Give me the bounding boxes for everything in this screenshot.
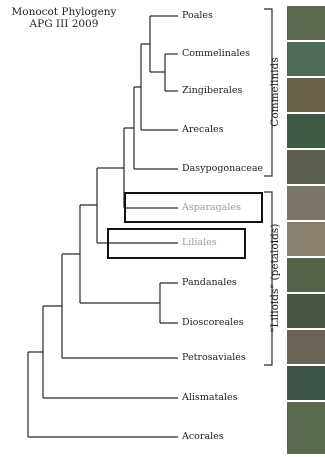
- node-commelinales-zingiberales: [150, 54, 165, 91]
- taxon-label-petrosaviales: Petrosaviales: [182, 352, 246, 364]
- node-petrosaviales: [43, 254, 62, 358]
- photo-dioscoreales: [287, 294, 325, 328]
- node-commelinids: [124, 87, 134, 169]
- highlight-box-asparagales: [124, 192, 263, 223]
- photo-alismatales: [287, 366, 325, 400]
- taxon-label-dasypogonaceae: Dasypogonaceae: [182, 163, 263, 175]
- taxon-label-pandanales: Pandanales: [182, 277, 237, 289]
- photo-arecales: [287, 114, 325, 148]
- photo-commelinales: [287, 42, 325, 76]
- node-arecales: [134, 44, 141, 130]
- taxon-label-alismatales: Alismatales: [182, 392, 238, 404]
- photo-pandanales: [287, 258, 325, 292]
- photo-acorales: [287, 402, 325, 454]
- node-core-monocots: [62, 205, 80, 303]
- photo-asparagales: [287, 186, 325, 220]
- photo-liliales: [287, 222, 325, 256]
- highlight-box-liliales: [107, 228, 246, 259]
- group-label-commelinids: Commelinids: [269, 52, 281, 132]
- taxon-label-commelinales: Commelinales: [182, 48, 250, 60]
- node-alismatales: [28, 306, 43, 398]
- photo-poales: [287, 6, 325, 40]
- photo-petrosaviales: [287, 330, 325, 364]
- group-label-lilioids: "Lilioids" (petaloids): [269, 203, 281, 353]
- photo-dasypogonaceae: [287, 150, 325, 184]
- photo-zingiberales: [287, 78, 325, 112]
- taxon-label-arecales: Arecales: [182, 124, 224, 136]
- node-poales-cz: [141, 16, 150, 72]
- node-asparagales: [97, 128, 124, 208]
- photo-column: [287, 6, 325, 454]
- node-pandanales-dioscoreales: [80, 283, 160, 323]
- node-liliales: [80, 168, 97, 243]
- taxon-label-poales: Poales: [182, 10, 213, 22]
- taxon-label-acorales: Acorales: [182, 431, 224, 443]
- taxon-label-dioscoreales: Dioscoreales: [182, 317, 244, 329]
- taxon-label-zingiberales: Zingiberales: [182, 85, 242, 97]
